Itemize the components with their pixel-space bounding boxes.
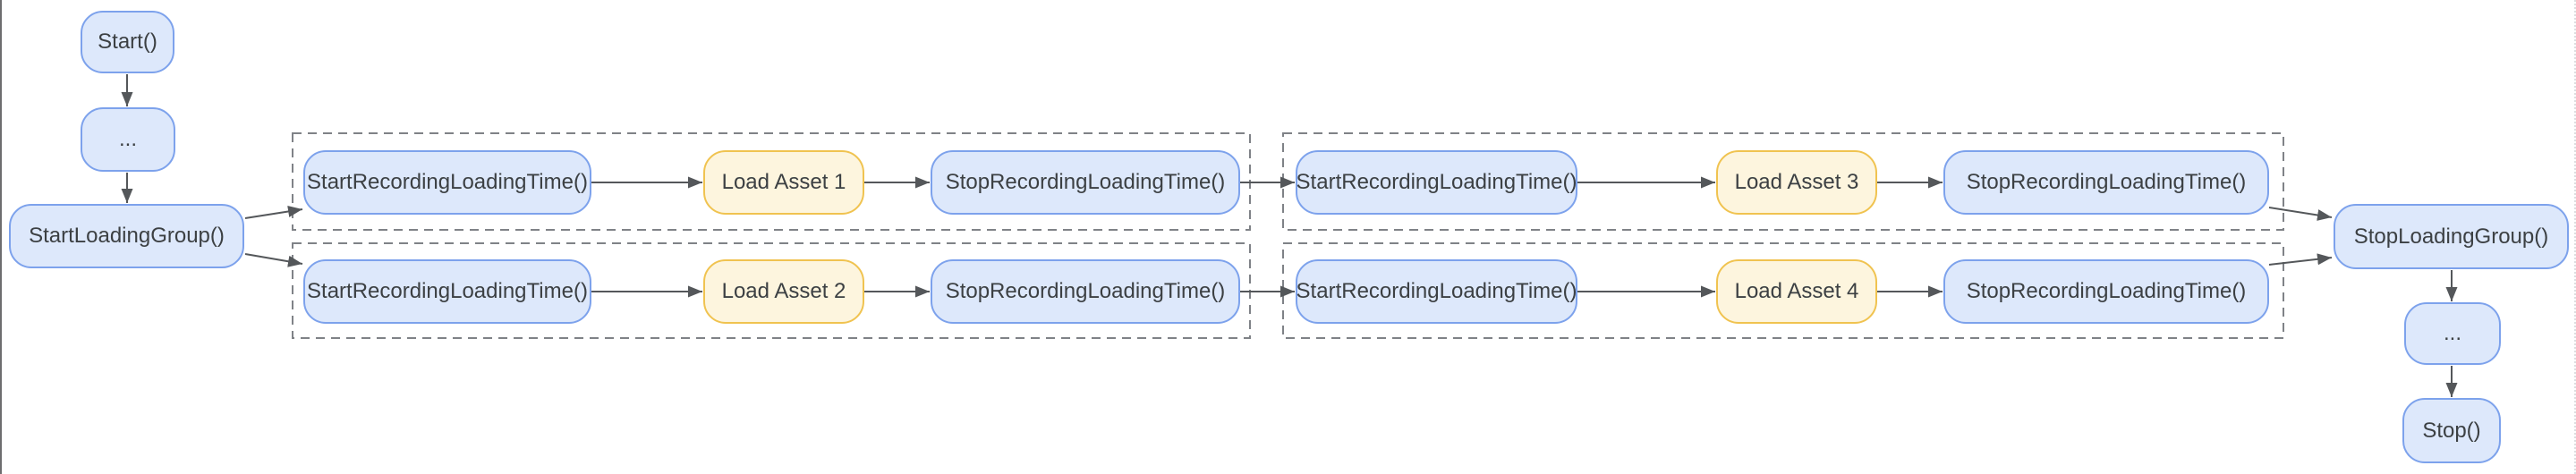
node-ellipsis-end: ... [2404,302,2501,365]
node-start-recording-asset-1: StartRecordingLoadingTime() [303,150,591,215]
node-start-loading-group: StartLoadingGroup() [9,204,244,268]
screen-edge-right [2574,0,2576,474]
edge-g2r1-to-stop-loading-group [2268,207,2333,221]
node-start-recording-asset-3: StartRecordingLoadingTime() [1296,150,1577,215]
node-stop-loading-group: StopLoadingGroup() [2334,204,2569,269]
node-load-asset-2: Load Asset 2 [703,259,864,324]
node-load-asset-4: Load Asset 4 [1716,259,1877,324]
node-stop: Stop() [2402,398,2501,463]
node-start: Start() [81,11,174,73]
screen-edge-left [0,0,2,474]
edge-g2r2-to-stop-loading-group [2268,253,2333,266]
node-stop-recording-asset-1: StopRecordingLoadingTime() [931,150,1240,215]
node-load-asset-3: Load Asset 3 [1716,150,1877,215]
node-stop-recording-asset-4: StopRecordingLoadingTime() [1943,259,2269,324]
node-stop-recording-asset-3: StopRecordingLoadingTime() [1943,150,2269,215]
node-load-asset-1: Load Asset 1 [703,150,864,215]
node-start-recording-asset-4: StartRecordingLoadingTime() [1296,259,1577,324]
node-stop-recording-asset-2: StopRecordingLoadingTime() [931,259,1240,324]
edge-slg-to-group1-row1 [244,206,303,219]
node-start-recording-asset-2: StartRecordingLoadingTime() [303,259,591,324]
node-ellipsis-start: ... [81,107,175,172]
edge-slg-to-group1-row2 [244,253,303,267]
